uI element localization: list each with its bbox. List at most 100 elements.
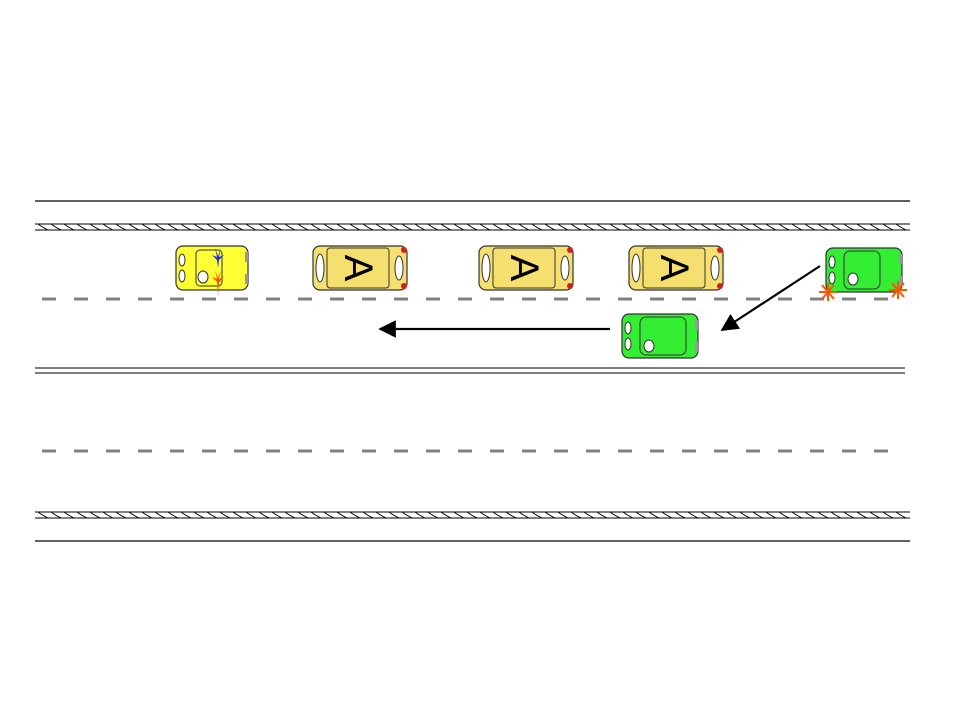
guardrail-segment — [154, 223, 166, 231]
guardrail-segment — [609, 223, 621, 231]
guardrail-segment — [245, 511, 257, 519]
guardrail-segment — [596, 511, 608, 519]
guardrail-segment — [869, 223, 881, 231]
guardrail-segment — [830, 511, 842, 519]
guardrail-segment — [791, 511, 803, 519]
guardrail-segment — [388, 223, 400, 231]
guardrail-segment — [635, 223, 647, 231]
guardrail-segment — [102, 223, 114, 231]
guardrail-segment — [63, 511, 75, 519]
guardrail-segment — [258, 511, 270, 519]
guardrail-segment — [37, 511, 49, 519]
tow-truck-2: A — [478, 245, 574, 291]
guardrail-segment — [414, 223, 426, 231]
guardrail-segment — [336, 511, 348, 519]
guardrail-segment — [648, 511, 660, 519]
guardrail-segment — [856, 223, 868, 231]
guardrail-segment — [700, 511, 712, 519]
guardrail-segment — [492, 511, 504, 519]
guardrail-segment — [505, 511, 517, 519]
hazard-star-icon — [889, 281, 907, 299]
guardrail-segment — [869, 511, 881, 519]
guardrail-segment — [687, 511, 699, 519]
guardrail-segment — [882, 511, 894, 519]
guardrail-segment — [856, 511, 868, 519]
guardrail-segment — [427, 511, 439, 519]
guardrail-segment — [167, 511, 179, 519]
guardrail-segment — [778, 223, 790, 231]
guardrail-segment — [726, 223, 738, 231]
guardrail-segment — [466, 511, 478, 519]
guardrail-segment — [427, 223, 439, 231]
guardrail-segment — [141, 223, 153, 231]
guardrail-segment — [635, 511, 647, 519]
guardrail-segment — [739, 511, 751, 519]
guardrail-segment — [817, 223, 829, 231]
guardrail-segment — [323, 223, 335, 231]
guardrail-segment — [557, 223, 569, 231]
guardrail-segment — [401, 511, 413, 519]
guardrail-segment — [479, 511, 491, 519]
guardrail-segment — [583, 511, 595, 519]
steering-wheel-icon — [643, 339, 655, 353]
guardrail-segment — [739, 223, 751, 231]
tow-truck-label: A — [502, 255, 546, 282]
guardrail-segment — [336, 223, 348, 231]
guardrail-segment — [622, 511, 634, 519]
guardrail-segment — [89, 223, 101, 231]
guardrail-segment — [570, 511, 582, 519]
guardrail-segment — [401, 223, 413, 231]
guardrail-segment — [375, 223, 387, 231]
guardrail-segment — [648, 223, 660, 231]
guardrail-segment — [89, 511, 101, 519]
guardrail-segment — [674, 511, 686, 519]
guardrail-segment — [414, 511, 426, 519]
tow-truck-label: A — [652, 255, 696, 282]
guardrail-segment — [219, 223, 231, 231]
guardrail-segment — [271, 223, 283, 231]
guardrail-segment — [219, 511, 231, 519]
guardrail-segment — [752, 223, 764, 231]
guardrail-segment — [375, 511, 387, 519]
guardrail-segment — [50, 511, 62, 519]
top-guardrail — [35, 223, 910, 231]
guardrail-segment — [128, 511, 140, 519]
guardrail-segment — [388, 511, 400, 519]
guardrail-segment — [453, 223, 465, 231]
flash-icon — [212, 248, 224, 296]
steering-wheel-icon — [197, 270, 209, 284]
guardrail-segment — [882, 223, 894, 231]
tow-truck-1: A — [312, 245, 408, 291]
guardrail-segment — [180, 511, 192, 519]
guardrail-segment — [115, 511, 127, 519]
guardrail-segment — [817, 511, 829, 519]
guardrail-segment — [362, 511, 374, 519]
guardrail-segment — [830, 223, 842, 231]
guardrail-segment — [752, 511, 764, 519]
guardrail-segment — [63, 223, 75, 231]
guardrail-segment — [258, 223, 270, 231]
guardrail-segment — [167, 223, 179, 231]
guardrail-segment — [804, 511, 816, 519]
guardrail-segment — [297, 511, 309, 519]
guardrail-segment — [284, 511, 296, 519]
guardrail-segment — [583, 223, 595, 231]
guardrail-segment — [895, 511, 907, 519]
guardrail-segment — [232, 223, 244, 231]
guardrail-segment — [76, 511, 88, 519]
guardrail-segment — [128, 223, 140, 231]
guardrail-segment — [440, 511, 452, 519]
guardrail-segment — [323, 511, 335, 519]
green-car-end — [621, 313, 699, 359]
tow-truck-label: A — [336, 255, 380, 282]
guardrail-segment — [154, 511, 166, 519]
guardrail-segment — [570, 223, 582, 231]
tow-truck-3: A — [628, 245, 724, 291]
guardrail-segment — [102, 511, 114, 519]
guardrail-segment — [453, 511, 465, 519]
guardrail-segment — [206, 223, 218, 231]
guardrail-segment — [843, 511, 855, 519]
guardrail-segment — [37, 223, 49, 231]
guardrail-segment — [804, 223, 816, 231]
guardrail-segment — [206, 511, 218, 519]
